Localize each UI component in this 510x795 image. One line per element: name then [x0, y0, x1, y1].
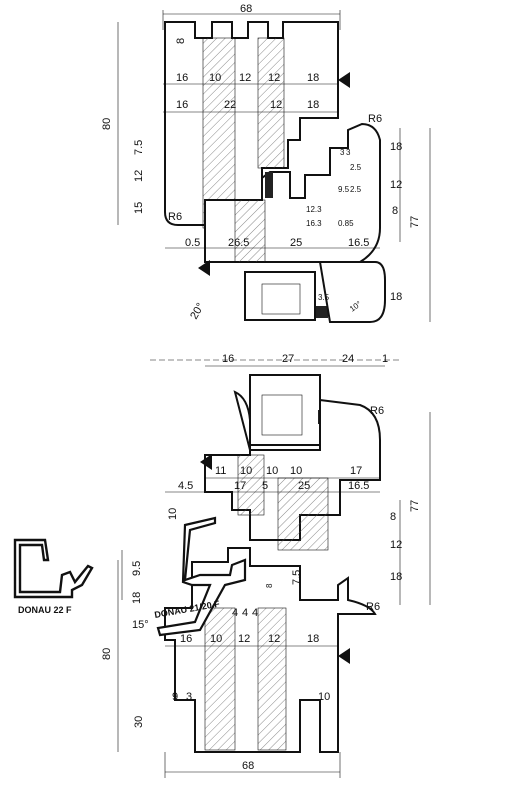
dim-foot-3: 10 — [318, 691, 330, 703]
dim-r1-2: 12 — [239, 72, 251, 84]
bottom-core-right — [257, 607, 287, 751]
dim-foot-0: 9 — [172, 691, 178, 703]
bottom-marker-triangle — [200, 454, 212, 470]
dim-br-0: 16 — [222, 353, 234, 365]
dim-rs-4: 2.5 — [350, 185, 362, 194]
dim-foot-2: 30 — [133, 716, 145, 728]
dim-bl-2: 15° — [132, 619, 149, 631]
dim-b1-1: 10 — [240, 465, 252, 477]
donau-22f-shape — [13, 538, 94, 599]
dim-f-0: 4 — [232, 607, 238, 619]
dim-rd-2: 8 — [392, 205, 398, 217]
bottom-sash-core — [237, 454, 265, 516]
dim-br-3: 1 — [382, 353, 388, 365]
dim-bottom-width: 68 — [242, 760, 254, 772]
dim-cs-1: 7.5 — [291, 570, 303, 585]
dim-b3-4: 18 — [307, 633, 319, 645]
dim-rs-1: 3 — [346, 148, 351, 157]
top-core-right — [257, 37, 285, 169]
top-sash-core — [234, 199, 266, 263]
dim-bl-1: 18 — [131, 592, 143, 604]
dim-b1-3: 10 — [290, 465, 302, 477]
bottom-frame-section: R6 11 10 10 10 17 4.5 17 5 25 16.5 10 9.… — [101, 374, 431, 778]
dim-bottom-left-10: 10 — [167, 508, 179, 520]
top-core-left — [202, 37, 236, 229]
top-drip — [318, 261, 386, 323]
dim-f-1: 4 — [242, 607, 248, 619]
dim-b2-4: 16.5 — [348, 480, 369, 492]
dim-sr-3: 16.5 — [348, 237, 369, 249]
dim-b3-0: 16 — [180, 633, 192, 645]
dim-ls-2: 15 — [133, 202, 145, 214]
dim-sr-2: 25 — [290, 237, 302, 249]
dim-bl-0: 9.5 — [131, 561, 143, 576]
dim-r1-3: 12 — [268, 72, 280, 84]
dim-sr-0: 0.5 — [185, 237, 200, 249]
dim-ls-0: 7.5 — [133, 140, 145, 155]
dim-b2-3: 25 — [298, 480, 310, 492]
top-marker-triangle — [338, 72, 350, 88]
dim-b3-2: 12 — [238, 633, 250, 645]
dim-glass-gap: 3.5 — [318, 293, 330, 302]
side-profile-donau-22f: DONAU 22 F — [13, 538, 94, 615]
dim-f-2: 4 — [252, 607, 258, 619]
dim-top-r6-right: R6 — [368, 113, 382, 125]
bottom-marker-triangle-2 — [338, 648, 350, 664]
dim-top-height: 80 — [101, 118, 113, 130]
bottom-sash-core-2 — [277, 477, 329, 551]
dim-br-1: 27 — [282, 353, 294, 365]
dim-r2-3: 18 — [307, 99, 319, 111]
bottom-drip-profile — [156, 516, 247, 637]
dim-rs-2: 2.5 — [350, 163, 362, 172]
sash-marker-triangle — [198, 260, 210, 276]
dim-brd-3: 77 — [409, 500, 421, 512]
dim-angle-20: 20° — [188, 301, 207, 321]
dim-brd-0: 8 — [390, 511, 396, 523]
dim-b2-2: 5 — [262, 480, 268, 492]
dim-b2-1: 17 — [234, 480, 246, 492]
dim-b1-0: 11 — [215, 465, 226, 477]
dim-is-2: 0.85 — [338, 219, 354, 228]
dim-is-1: 16.3 — [306, 219, 322, 228]
dim-is-0: 12.3 — [306, 205, 322, 214]
dim-rs-3: 9.5 — [338, 185, 350, 194]
dim-top-width: 68 — [240, 3, 252, 15]
dim-glass-right: 18 — [390, 291, 402, 303]
top-gasket — [265, 172, 273, 198]
dim-br-2: 24 — [342, 353, 354, 365]
dim-r2-2: 12 — [270, 99, 282, 111]
dim-r1-0: 16 — [176, 72, 188, 84]
dim-r1-1: 10 — [209, 72, 221, 84]
dim-r2-1: 22 — [224, 99, 236, 111]
dim-top-r6-left: R6 — [168, 211, 182, 223]
dim-r2-0: 16 — [176, 99, 188, 111]
dim-foot-1: 3 — [186, 691, 192, 703]
dim-bottom-r6-top: R6 — [370, 405, 384, 417]
dim-b3-3: 12 — [268, 633, 280, 645]
donau-22f-label: DONAU 22 F — [18, 605, 72, 615]
dim-brd-1: 12 — [390, 539, 402, 551]
top-glass-gasket — [316, 306, 328, 318]
dim-bottom-height: 80 — [101, 648, 113, 660]
dim-b2-0: 4.5 — [178, 480, 193, 492]
bottom-core-left — [204, 607, 236, 751]
bottom-glass-unit — [249, 374, 321, 446]
dim-b1-4: 17 — [350, 465, 362, 477]
dim-cs-0: 8 — [265, 583, 274, 588]
dim-bottom-r6-low: R6 — [366, 601, 380, 613]
dim-sr-1: 26.5 — [228, 237, 249, 249]
dim-ls-1: 12 — [133, 170, 145, 182]
dim-rd-0: 18 — [390, 141, 402, 153]
dim-top-notch: 8 — [175, 38, 187, 44]
dim-b3-1: 10 — [210, 633, 222, 645]
dim-rs-0: 3 — [340, 148, 345, 157]
top-glass-unit — [244, 271, 316, 321]
dim-rd-3: 77 — [409, 216, 421, 228]
dim-b1-2: 10 — [266, 465, 278, 477]
dim-rd-1: 12 — [390, 179, 402, 191]
top-frame-section: 68 16 10 12 12 18 16 22 12 18 8 80 — [101, 3, 431, 367]
dim-r1-4: 18 — [307, 72, 319, 84]
dim-brd-2: 18 — [390, 571, 402, 583]
